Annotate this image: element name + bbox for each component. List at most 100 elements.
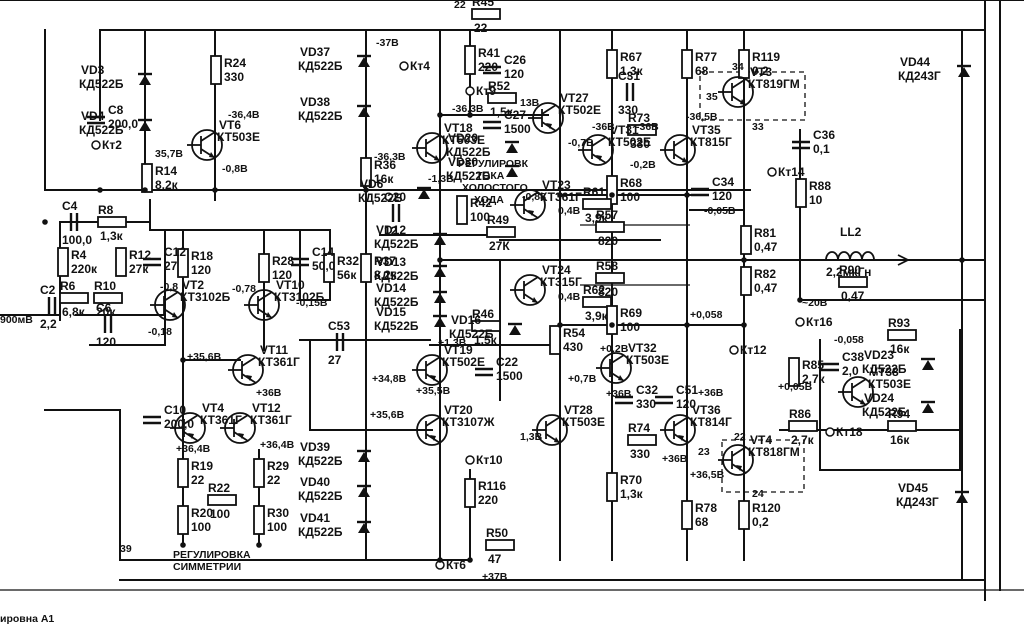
transistor-vt18-6 (412, 132, 448, 164)
resistor-ref-r120: R120 (752, 501, 781, 515)
capacitor-c38 (821, 362, 839, 372)
test-point-кт9 (465, 86, 475, 96)
diode-ref-vd37: VD37 (300, 45, 330, 59)
capacitor-value-c14: 50,0 (312, 259, 336, 273)
diode-type-vd37: КД522Б (298, 59, 343, 73)
test-point-label-кт6: Кт6 (446, 558, 466, 572)
caption-1: СИММЕТРИИ (173, 561, 241, 573)
resistor-value-r41: 220 (478, 60, 498, 74)
capacitor-value-c26: 120 (504, 67, 524, 81)
transistor-type-vt4: КТ361Г (200, 413, 242, 427)
transistor-type-vt20: КТ3107Ж (442, 415, 495, 429)
capacitor-c51 (655, 395, 673, 405)
resistor-ref-r73: R73 (628, 111, 650, 125)
resistor-ref-r22: R22 (208, 481, 230, 495)
capacitor-c34 (691, 187, 709, 197)
voltage-label-37: ~20В (802, 297, 828, 309)
caption-3: ТОКА (476, 170, 505, 182)
capacitor-value-c12: 27 (164, 259, 178, 273)
diode-vd23 (921, 357, 935, 370)
resistor-r45 (471, 8, 501, 20)
transistor-type-vt23: КТ361Г (540, 190, 582, 204)
voltage-label-16: +34,8В (372, 373, 407, 385)
resistor-value-r61: 3,9к (585, 211, 609, 225)
resistor-ref-r37: R37 (374, 254, 396, 268)
test-point-кт2 (91, 140, 101, 150)
resistor-ref-r41: R41 (478, 46, 500, 60)
transistor-ref-vt20: VT20 (444, 403, 473, 417)
transistor-type-vt38: КТ503Е (868, 377, 911, 391)
resistor-value-r22: 100 (210, 507, 230, 521)
resistor-r37 (360, 253, 372, 283)
diode-ref-vd16: VD16 (451, 313, 481, 327)
diode-vd14 (433, 290, 447, 303)
voltage-label-31: +0,2В (600, 343, 629, 355)
voltage-label-1: 35,7В (155, 148, 183, 160)
resistor-r70 (606, 472, 618, 502)
transistor-ref-vt10: VT10 (276, 278, 305, 292)
resistor-ref-r94: R94 (888, 407, 910, 421)
resistor-r24 (210, 55, 222, 85)
diode-type-vd3: КД522Б (79, 77, 124, 91)
resistor-r14 (141, 163, 153, 193)
resistor-r22 (207, 494, 237, 506)
voltage-label-14: -1,3В (428, 173, 454, 185)
capacitor-c36 (792, 140, 810, 150)
diode-ref-vd39: VD39 (300, 440, 330, 454)
resistor-r58 (595, 272, 625, 284)
resistor-ref-r20: R20 (191, 506, 213, 520)
capacitor-ref-c22: C22 (496, 355, 518, 369)
transistor-vt24-12 (510, 274, 546, 306)
diode-ref-vd45: VD45 (898, 481, 928, 495)
resistor-r73 (627, 124, 657, 136)
capacitor-value-c32: 330 (636, 397, 656, 411)
transistor-ref-vt18: VT18 (444, 121, 473, 135)
transistor-type-vt36: КТ814Г (690, 415, 732, 429)
transistor-ref-vt38: VT38 (870, 365, 899, 379)
capacitor-value-c31: 330 (618, 103, 638, 117)
transistor-type-vt19: КТ502Е (442, 355, 485, 369)
resistor-r61 (582, 198, 612, 210)
resistor-ref-r18: R18 (191, 249, 213, 263)
diode-ref-vd13: VD13 (376, 255, 406, 269)
test-point-label-кт4: Кт4 (410, 59, 430, 73)
resistor-ref-r4: R4 (71, 248, 87, 262)
junction-dot-9 (684, 192, 690, 198)
resistor-r52 (487, 92, 517, 104)
transistor-vt36-16 (660, 414, 696, 446)
resistor-value-r4: 220к (71, 262, 98, 276)
voltage-label-49: 22 (454, 0, 466, 11)
voltage-label-43: 34 (732, 61, 744, 73)
junction-dot-20 (256, 542, 262, 548)
resistor-ref-r36: R36 (374, 158, 396, 172)
transistor-ref-vt23: VT23 (542, 178, 571, 192)
resistor-r74 (627, 434, 657, 446)
inductor-ref: LL2 (840, 225, 862, 239)
junction-dot-15 (609, 322, 615, 328)
resistor-ref-r52: R52 (488, 79, 510, 93)
transistor-ref-vt36: VT36 (692, 403, 721, 417)
voltage-label-41: +37В (482, 571, 508, 583)
diode-type-vd14: КД522Б (374, 295, 419, 309)
resistor-value-r10: 20к (96, 305, 116, 319)
junction-dot-10 (741, 257, 747, 263)
resistor-value-r30: 100 (267, 520, 287, 534)
transistor-ref-vt27: VT27 (560, 91, 589, 105)
resistor-ref-r32: R32 (337, 254, 359, 268)
capacitor-ref-c34: C34 (712, 175, 734, 189)
resistor-value-r32: 56к (337, 268, 357, 282)
diode-type-vd30: КД522Б (446, 169, 491, 183)
caption-6: ировна А1 (0, 613, 54, 625)
capacitor-value-c2: 2,2 (40, 317, 57, 331)
resistor-ref-r85: R85 (802, 358, 824, 372)
transistor-vt32-14 (596, 352, 632, 384)
transistor-vt35-15 (660, 134, 696, 166)
resistor-r81 (740, 225, 752, 255)
diode-type-vd16: КД522Б (449, 327, 494, 341)
capacitor-value-c8: 200,0 (108, 117, 138, 131)
capacitor-ref-c20: C20 (384, 190, 406, 204)
voltage-label-48: 24 (752, 488, 764, 500)
resistor-value-r6: 6,8к (62, 305, 86, 319)
transistor-type-vt3: КТ819ГМ (748, 77, 800, 91)
transistor-ref-vt19: VT19 (444, 343, 473, 357)
